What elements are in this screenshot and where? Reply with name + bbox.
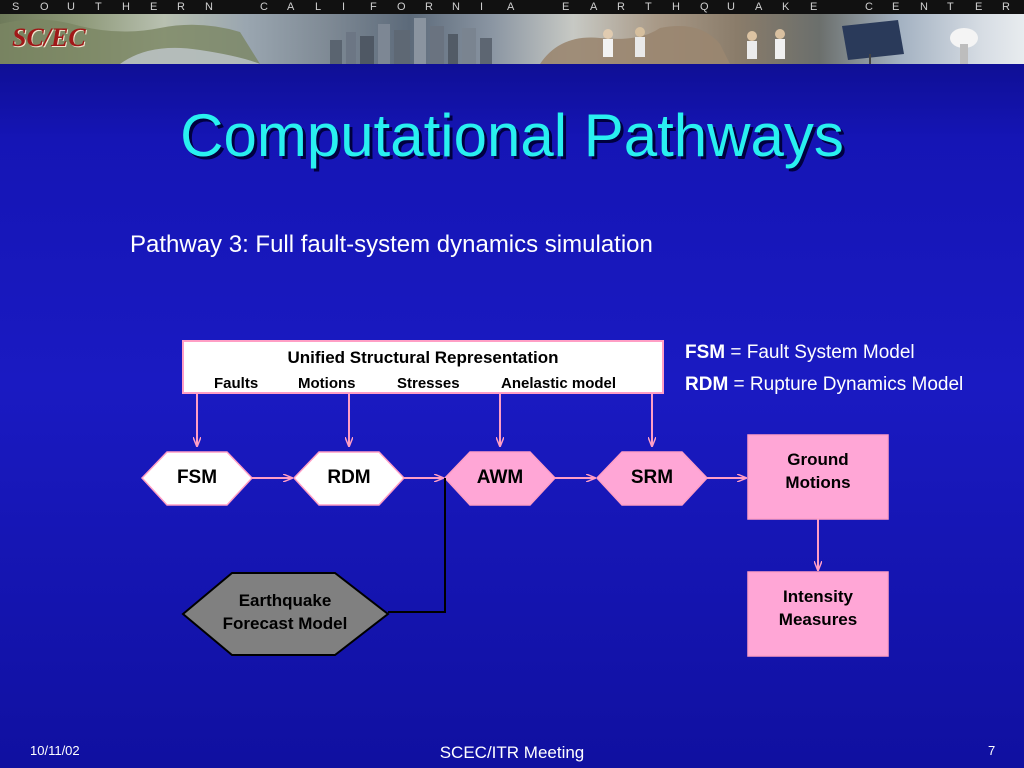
srm-node — [595, 451, 709, 506]
banner-letter: U — [67, 1, 75, 13]
banner-letter: R — [177, 1, 185, 13]
ground-motions-label: Ground Motions — [748, 448, 888, 494]
banner-letter: A — [507, 1, 515, 13]
banner-letter: H — [672, 1, 680, 13]
usr-title: Unified Structural Representation — [287, 348, 559, 367]
banner-letter: E — [810, 1, 818, 13]
usr-item-faults: Faults — [214, 375, 259, 392]
banner-skyline — [0, 18, 978, 64]
awm-label: AWM — [476, 467, 524, 488]
banner-letter: S — [12, 1, 20, 13]
banner-letter: L — [315, 1, 322, 13]
banner-letter: N — [920, 1, 928, 13]
banner-letter: U — [727, 1, 735, 13]
earthquake-forecast-node — [181, 572, 390, 656]
banner-letter: O — [40, 1, 49, 13]
legend-fsm-text: = Fault System Model — [725, 342, 915, 363]
banner-letter: R — [617, 1, 625, 13]
banner-letter: E — [892, 1, 900, 13]
slide-subtitle: Pathway 3: Full fault-system dynamics si… — [130, 231, 653, 258]
legend-rdm-abbr: RDM — [685, 374, 729, 395]
banner-letter: N — [205, 1, 213, 13]
rdm-label: RDM — [327, 467, 371, 488]
banner-letter: C — [260, 1, 268, 13]
banner-letter: T — [95, 1, 102, 13]
intensity-measures-node — [747, 571, 889, 657]
banner-letter: N — [452, 1, 460, 13]
slide-title: Computational Pathways — [180, 102, 844, 169]
legend-fsm: FSM = Fault System Model — [685, 341, 915, 365]
banner-letter: K — [782, 1, 790, 13]
banner-letter: F — [370, 1, 377, 13]
legend-rdm-text: = Rupture Dynamics Model — [728, 374, 964, 395]
banner-letter: O — [397, 1, 406, 13]
connector-efm-to-pathway — [388, 478, 446, 613]
earthquake-forecast-line1: Earthquake — [238, 591, 332, 610]
usr-item-anelastic-model: Anelastic model — [501, 375, 617, 392]
usr-item-stresses: Stresses — [397, 375, 460, 392]
banner-letter: T — [947, 1, 954, 13]
banner-letter: R — [1002, 1, 1010, 13]
srm-label: SRM — [630, 467, 674, 488]
footer-page-number: 7 — [988, 743, 996, 758]
intensity-measures-label: Intensity Measures — [748, 585, 888, 631]
scec-logo: SC/EC — [12, 18, 112, 58]
banner-letter: C — [865, 1, 873, 13]
unified-structural-representation-box: Unified Structural Representation Faults… — [182, 340, 664, 394]
fsm-label: FSM — [176, 467, 218, 488]
banner-letter: I — [342, 1, 346, 13]
banner-letter: E — [150, 1, 158, 13]
banner-letter: A — [590, 1, 598, 13]
ground-motions-line2: Motions — [785, 473, 851, 492]
footer-date: 10/11/02 — [30, 743, 80, 758]
scec-logo-text: SC/EC — [12, 23, 86, 52]
intensity-measures-line1: Intensity — [783, 587, 853, 606]
ground-motions-line1: Ground — [787, 450, 849, 469]
earthquake-forecast-line2: Forecast Model — [222, 614, 348, 633]
banner-letter: I — [480, 1, 484, 13]
banner-letter: E — [562, 1, 570, 13]
banner-letter: R — [425, 1, 433, 13]
banner-letter: A — [755, 1, 763, 13]
banner-letter: H — [122, 1, 130, 13]
banner-letter: E — [975, 1, 983, 13]
banner-letter: A — [287, 1, 295, 13]
footer-title: SCEC/ITR Meeting — [439, 743, 585, 762]
rdm-node — [292, 451, 406, 506]
legend-fsm-abbr: FSM — [685, 342, 726, 363]
intensity-measures-line2: Measures — [778, 610, 858, 629]
banner-letter: T — [645, 1, 652, 13]
banner-letter: Q — [700, 1, 709, 13]
earthquake-forecast-label: Earthquake Forecast Model — [190, 589, 380, 635]
ground-motions-node — [747, 434, 889, 520]
legend-rdm: RDM = Rupture Dynamics Model — [685, 373, 963, 397]
fsm-node — [140, 451, 254, 506]
banner-photo — [0, 14, 1024, 64]
usr-item-motions: Motions — [298, 375, 356, 392]
